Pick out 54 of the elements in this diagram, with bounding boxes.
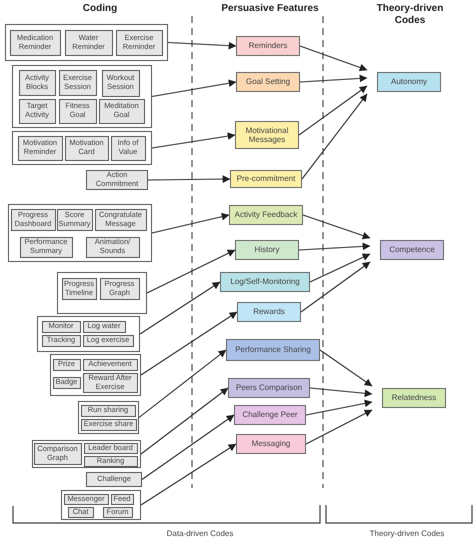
arrow <box>306 410 372 444</box>
arrow <box>300 45 368 72</box>
arrow <box>140 282 220 334</box>
group-box <box>12 65 152 128</box>
group-box <box>32 440 141 468</box>
arrow <box>146 250 236 294</box>
theory-code-box: Relatedness <box>382 388 446 408</box>
arrow <box>302 94 368 180</box>
arrow <box>310 254 370 282</box>
group-box <box>61 490 141 520</box>
feature-box: Rewards <box>237 302 301 322</box>
column-heading: Persuasive Features <box>220 3 320 15</box>
group-box <box>57 272 147 314</box>
theory-code-box: Autonomy <box>377 72 441 92</box>
group-box <box>78 401 139 434</box>
theory-code-box: Competence <box>380 240 444 260</box>
feature-box: Reminders <box>236 36 300 56</box>
arrow <box>310 387 372 398</box>
group-box <box>8 204 152 262</box>
arrow <box>300 74 368 83</box>
feature-box: Goal Setting <box>236 72 300 92</box>
bracket-label: Theory-driven Codes <box>368 529 446 538</box>
arrow <box>140 444 236 506</box>
feature-box: History <box>235 240 299 260</box>
arrow <box>140 388 228 454</box>
arrow <box>300 262 370 312</box>
group-box <box>37 316 140 352</box>
column-heading: Theory-driven Codes <box>376 3 444 27</box>
arrow <box>140 312 238 376</box>
group-box <box>5 24 168 61</box>
group-box <box>50 354 141 396</box>
arrow <box>306 400 372 416</box>
arrow <box>152 212 230 234</box>
arrow <box>320 350 372 386</box>
arrow <box>298 242 370 251</box>
feature-box: Pre-commitment <box>230 170 302 188</box>
arrow <box>298 86 368 136</box>
group-box <box>12 131 152 165</box>
feature-box: Messaging <box>236 434 306 454</box>
column-heading: Coding <box>82 3 118 15</box>
feature-box: Log/Self-Monitoring <box>220 272 310 292</box>
feature-box: Performance Sharing <box>226 339 320 361</box>
feature-box: Challenge Peer <box>234 405 306 425</box>
feature-box: Peers Comparison <box>228 378 310 398</box>
bracket-label: Data-driven Codes <box>166 529 234 538</box>
arrow <box>152 132 236 149</box>
arrow <box>138 350 226 418</box>
feature-box: Motivational Messages <box>235 121 299 149</box>
feature-box: Activity Feedback <box>229 205 303 225</box>
arrow <box>142 414 234 480</box>
arrow <box>152 79 236 98</box>
arrow <box>302 214 370 240</box>
arrow <box>148 175 230 183</box>
arrow <box>168 42 236 50</box>
